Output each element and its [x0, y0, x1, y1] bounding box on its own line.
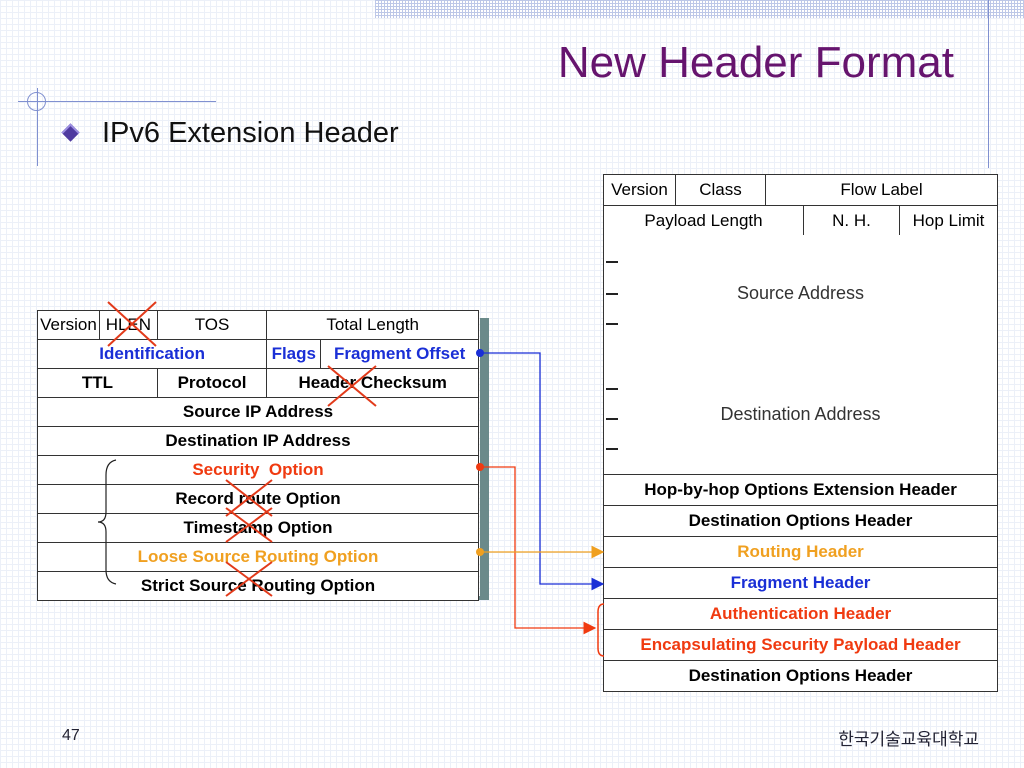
ipv6-source-address-label: Source Address	[736, 283, 865, 303]
decorative-line	[18, 101, 216, 102]
ipv6-hop-limit-cell: Hop Limit	[899, 205, 998, 237]
table-row: Destination Options Header	[603, 505, 998, 537]
ipv6-destination-address-label: Destination Address	[720, 404, 881, 424]
table-row: Loose Source Routing Option	[37, 542, 479, 572]
table-row: Record route Option	[37, 484, 479, 514]
table-row: TTL Protocol Header Checksum	[37, 368, 479, 398]
organization-name: 한국기술교육대학교	[838, 730, 979, 749]
cross-mark-icon	[327, 365, 377, 407]
table-row: Identification Flags Fragment Offset	[36, 339, 479, 369]
dash-mark	[606, 323, 618, 325]
cross-mark-icon	[225, 507, 273, 543]
slide-subtitle: IPv6 Extension Header	[102, 117, 399, 149]
ipv6-version-cell: Version	[603, 174, 676, 206]
table-row: Fragment Header	[603, 567, 998, 599]
ext-destination-options-final-cell: Destination Options Header	[603, 660, 998, 692]
table-row: Version HLEN TOS Total Length	[37, 310, 479, 340]
security-brace	[597, 603, 605, 657]
ipv4-checksum-cell: Header Checksum	[266, 368, 479, 398]
decorative-line	[37, 88, 38, 166]
dash-mark	[606, 388, 618, 390]
ipv4-source-cell: Source IP Address	[37, 397, 479, 427]
ipv4-loose-routing-cell: Loose Source Routing Option	[37, 542, 479, 572]
decorative-line	[988, 0, 989, 168]
table-row: Encapsulating Security Payload Header	[603, 629, 998, 661]
table-row: Version Class Flow Label	[603, 174, 998, 206]
ipv4-protocol-cell: Protocol	[156, 368, 268, 398]
ipv4-security-option-cell: Security Option	[37, 455, 479, 485]
fragment-connector	[480, 352, 605, 591]
table-row: Authentication Header	[603, 598, 998, 630]
slide-title: New Header Format	[557, 38, 954, 87]
table-row: Source IP Address	[37, 397, 479, 427]
ipv4-identification-cell: Identification	[36, 339, 268, 369]
ipv4-tos-cell: TOS	[156, 310, 268, 340]
options-brace	[97, 459, 117, 585]
table-row: Destination Options Header	[603, 660, 998, 692]
page-number: 47	[62, 727, 80, 744]
table-row: Routing Header	[603, 536, 998, 568]
ipv4-hlen-cell: HLEN	[98, 310, 158, 340]
ipv6-class-cell: Class	[675, 174, 766, 206]
ext-authentication-cell: Authentication Header	[603, 598, 998, 630]
ext-destination-options-cell: Destination Options Header	[603, 505, 998, 537]
table-row: Security Option	[37, 455, 479, 485]
ipv4-header-table: Version HLEN TOS Total Length Identifica…	[36, 310, 479, 601]
cross-mark-icon	[225, 479, 273, 517]
security-connector	[480, 466, 597, 635]
dash-mark	[606, 293, 618, 295]
ext-hop-by-hop-cell: Hop-by-hop Options Extension Header	[603, 474, 998, 506]
table-shadow	[480, 318, 489, 598]
cross-mark-icon	[107, 301, 157, 347]
dash-mark	[606, 261, 618, 263]
cross-mark-icon	[225, 561, 273, 597]
ipv6-extension-headers-table: Hop-by-hop Options Extension Header Dest…	[603, 474, 998, 692]
ipv4-fragment-offset-cell: Fragment Offset	[320, 339, 479, 369]
ext-esp-cell: Encapsulating Security Payload Header	[603, 629, 998, 661]
dash-mark	[606, 418, 618, 420]
dash-mark	[606, 448, 618, 450]
ext-fragment-cell: Fragment Header	[603, 567, 998, 599]
ipv4-record-route-cell: Record route Option	[37, 484, 479, 514]
decorative-circle	[27, 92, 46, 111]
ipv4-total-length-cell: Total Length	[266, 310, 479, 340]
ipv6-destination-address-box: Destination Address	[603, 354, 998, 475]
title-band	[375, 0, 1024, 18]
table-row: Hop-by-hop Options Extension Header	[603, 474, 998, 506]
ext-routing-cell: Routing Header	[603, 536, 998, 568]
ipv6-source-address-box: Source Address	[603, 235, 998, 355]
ipv6-flow-label-cell: Flow Label	[765, 174, 998, 206]
